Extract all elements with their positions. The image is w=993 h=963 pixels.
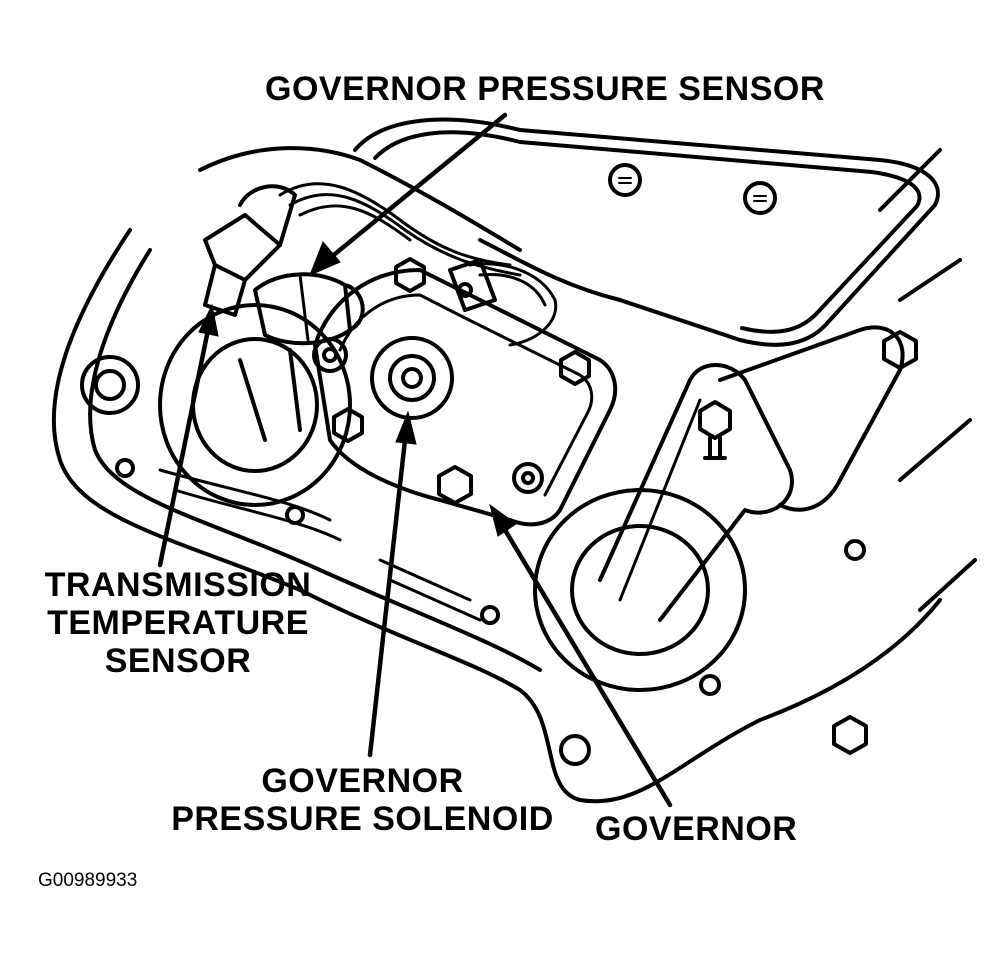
left-drum <box>158 303 352 507</box>
right-bracket <box>718 325 905 512</box>
case-inner-rim <box>88 248 542 672</box>
solenoid-mid <box>388 354 436 402</box>
bolt <box>437 465 473 505</box>
right-case-edge <box>878 148 977 612</box>
right-drum-inner <box>570 524 710 656</box>
label-line: GOVERNOR <box>261 762 464 800</box>
pressure-sensor-band <box>298 273 310 342</box>
governor-body <box>313 268 618 527</box>
gasket-slot <box>388 578 482 622</box>
leader-transmission-temperature-sensor <box>157 327 211 568</box>
wire-clip <box>448 258 497 312</box>
leader-governor-pressure-solenoid <box>367 437 408 758</box>
temp-sensor-plug <box>203 263 247 317</box>
wire <box>478 272 547 307</box>
label-transmission-temperature-sensor: TRANSMISSION TEMPERATURE SENSOR <box>38 566 318 680</box>
mount-hole-inner <box>94 369 126 401</box>
wire <box>278 182 512 267</box>
leader-governor-pressure-sensor <box>327 112 508 261</box>
bolt <box>512 462 544 494</box>
bolt <box>332 407 364 443</box>
bolt <box>882 330 918 370</box>
gasket-slot <box>378 558 472 602</box>
label-line: TRANSMISSION <box>44 566 312 604</box>
flange-hole <box>480 605 500 625</box>
label-line: PRESSURE SOLENOID <box>171 800 554 839</box>
arrowhead <box>395 410 417 445</box>
flange-hole <box>115 458 135 478</box>
valve-body-cover <box>353 117 940 347</box>
flange-hole <box>844 539 866 561</box>
bolt <box>394 257 426 293</box>
stud-bolt <box>698 400 732 460</box>
label-governor-pressure-solenoid: GOVERNOR PRESSURE SOLENOID <box>165 762 560 838</box>
solenoid-center <box>401 367 423 389</box>
arrowhead <box>309 241 341 276</box>
solenoid-outer <box>370 336 454 420</box>
bolt <box>832 715 868 755</box>
flange-hole <box>699 674 721 696</box>
temp-sensor-connector <box>203 213 282 282</box>
mount-hole <box>80 355 140 415</box>
leader-governor <box>502 527 673 808</box>
flange-hole <box>285 505 305 525</box>
bolt <box>743 181 777 215</box>
case-outline <box>51 228 942 804</box>
pressure-sensor-body <box>253 272 352 346</box>
figure-id: G00989933 <box>38 870 138 891</box>
lever-arm <box>598 363 794 622</box>
flange-hole <box>559 734 591 766</box>
arrowhead <box>198 303 219 337</box>
label-line: TEMPERATURE <box>47 604 309 643</box>
right-drum <box>533 488 747 692</box>
wire <box>468 262 558 347</box>
gasket-slot <box>158 468 332 522</box>
case-top-edge <box>198 146 522 252</box>
bolt <box>559 350 591 386</box>
label-line: SENSOR <box>104 642 252 681</box>
pressure-sensor-cap <box>343 283 365 332</box>
gasket-slot <box>173 488 342 542</box>
left-drum-shaft <box>238 348 302 442</box>
lever-arm-edge <box>618 398 702 602</box>
temp-sensor-top <box>238 184 297 247</box>
clip-screw <box>457 282 473 298</box>
valve-body-cover-inner <box>373 130 922 334</box>
wire <box>298 204 412 242</box>
label-governor: GOVERNOR <box>595 810 798 848</box>
label-governor-pressure-sensor: GOVERNOR PRESSURE SENSOR <box>265 70 825 108</box>
bolt <box>608 163 642 197</box>
bolt <box>312 337 348 373</box>
arrowhead <box>489 503 517 537</box>
